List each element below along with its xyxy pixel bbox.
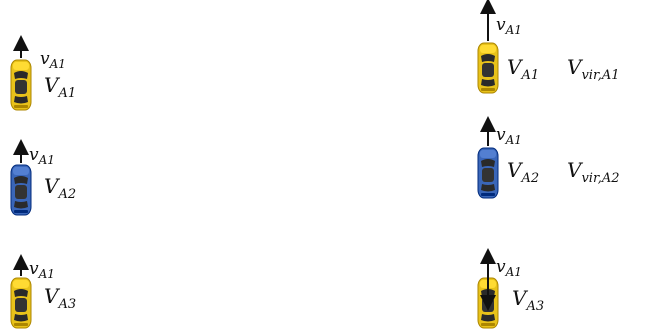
- car-windshield: [14, 71, 28, 79]
- car-roof: [15, 185, 27, 199]
- car-bumper: [481, 193, 495, 196]
- car-roof: [482, 168, 494, 182]
- car-bumper: [14, 323, 28, 326]
- car-windshield: [481, 159, 495, 167]
- left-car-3: vA1 VA3: [11, 259, 76, 328]
- car-bumper: [481, 323, 495, 326]
- car-icon: [478, 43, 498, 93]
- velocity-label: vA1: [496, 15, 522, 37]
- car-icon: [11, 165, 31, 215]
- vehicle-label: VA2: [44, 174, 76, 202]
- car-hood: [13, 280, 29, 288]
- car-hood: [480, 45, 496, 53]
- car-rear-window: [14, 96, 28, 104]
- left-car-2: vA1 VA2: [11, 145, 76, 215]
- car-bumper: [14, 105, 28, 108]
- vehicle-label: VA3: [44, 284, 76, 312]
- car-hood: [480, 150, 496, 158]
- velocity-label: vA1: [29, 259, 55, 281]
- car-roof: [482, 63, 494, 77]
- velocity-label: vA1: [496, 125, 522, 147]
- car-roof: [15, 80, 27, 94]
- car-icon: [11, 278, 31, 328]
- car-bumper: [14, 210, 28, 213]
- car-rear-window: [481, 79, 495, 87]
- car-windshield: [14, 289, 28, 297]
- vehicle-label: VA2: [507, 158, 539, 186]
- velocity-label: vA1: [29, 145, 55, 167]
- right-car-2: vA1 VA2 Vvir,A2: [478, 124, 620, 198]
- virtual-vehicle-label: Vvir,A1: [567, 55, 620, 83]
- left-car-1: vA1 VA1: [11, 43, 76, 110]
- velocity-label: vA1: [40, 49, 66, 71]
- car-rear-window: [14, 314, 28, 322]
- velocity-label: vA1: [496, 257, 522, 279]
- vehicle-label: VA1: [44, 73, 76, 101]
- car-windshield: [481, 54, 495, 62]
- virtual-vehicle-label: Vvir,A2: [567, 158, 620, 186]
- vehicle-label: VA1: [507, 55, 539, 83]
- car-bumper: [481, 88, 495, 91]
- car-rear-window: [14, 201, 28, 209]
- right-car-3: vA1 VA3: [478, 256, 544, 328]
- car-icon: [11, 60, 31, 110]
- right-car-1: vA1 VA1 Vvir,A1: [478, 6, 620, 93]
- car-icon: [478, 148, 498, 198]
- car-hood: [13, 62, 29, 70]
- car-rear-window: [481, 314, 495, 322]
- car-hood: [13, 167, 29, 175]
- car-roof: [15, 298, 27, 312]
- car-windshield: [14, 176, 28, 184]
- vehicle-label: VA3: [512, 286, 544, 314]
- car-rear-window: [481, 184, 495, 192]
